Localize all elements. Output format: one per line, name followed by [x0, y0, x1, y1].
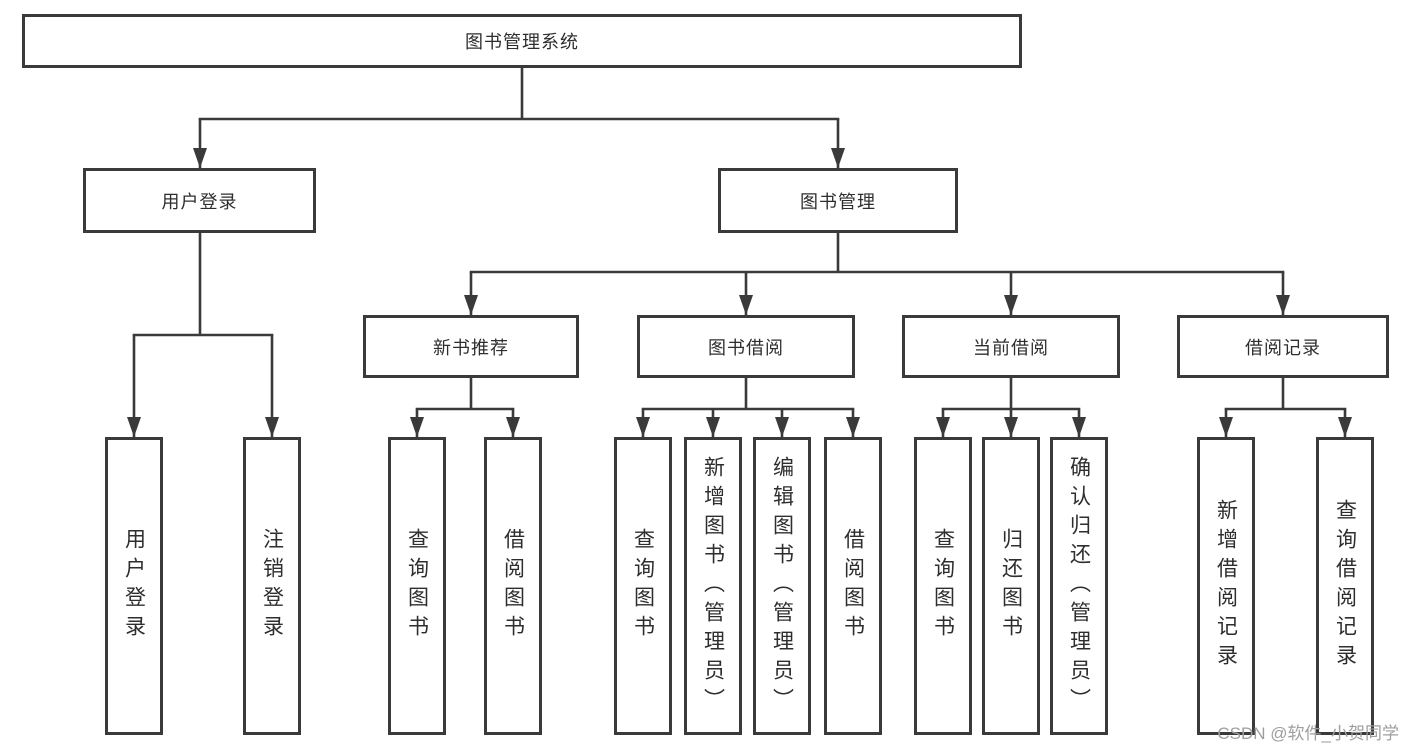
- leaf-label: 查询图书: [931, 528, 955, 644]
- node-label: 图书借阅: [708, 337, 784, 358]
- node-label: 借阅记录: [1245, 337, 1321, 358]
- csdn-watermark: CSDN @软件_小贺同学: [1217, 724, 1399, 743]
- node-label: 图书管理系统: [465, 32, 579, 52]
- leaf-query-borrow-record: 查询借阅记录: [1316, 437, 1374, 735]
- leaf-user-login: 用户登录: [105, 437, 163, 735]
- leaf-borrow-books-recommend: 借阅图书: [484, 437, 542, 735]
- leaf-label: 确认归还（管理员）: [1067, 455, 1091, 717]
- leaf-return-books: 归还图书: [982, 437, 1040, 735]
- leaf-label: 编辑图书（管理员）: [770, 455, 794, 717]
- leaf-borrow-books: 借阅图书: [824, 437, 882, 735]
- node-label: 图书管理: [800, 191, 876, 212]
- node-label: 新书推荐: [433, 337, 509, 358]
- node-label: 当前借阅: [973, 337, 1049, 358]
- node-library-management-system: 图书管理系统: [22, 14, 1022, 68]
- node-new-book-recommend: 新书推荐: [363, 315, 579, 378]
- connector-book-management: [464, 233, 1290, 315]
- leaf-label: 查询借阅记录: [1333, 499, 1357, 673]
- leaf-query-books-borrow: 查询图书: [614, 437, 672, 735]
- connector-root: [193, 68, 845, 168]
- node-borrow-records: 借阅记录: [1177, 315, 1389, 378]
- node-book-borrow: 图书借阅: [637, 315, 855, 378]
- leaf-query-books-current: 查询图书: [914, 437, 972, 735]
- leaf-confirm-return-admin: 确认归还（管理员）: [1050, 437, 1108, 735]
- leaf-label: 借阅图书: [841, 528, 865, 644]
- leaf-add-books-admin: 新增图书（管理员）: [684, 437, 742, 735]
- node-user-login: 用户登录: [83, 168, 316, 233]
- node-current-borrow: 当前借阅: [902, 315, 1120, 378]
- leaf-label: 查询图书: [405, 528, 429, 644]
- leaf-label: 借阅图书: [501, 528, 525, 644]
- leaf-edit-books-admin: 编辑图书（管理员）: [753, 437, 811, 735]
- leaf-label: 查询图书: [631, 528, 655, 644]
- leaf-query-books-recommend: 查询图书: [388, 437, 446, 735]
- node-book-management: 图书管理: [718, 168, 958, 233]
- leaf-label: 注销登录: [260, 528, 284, 644]
- leaf-label: 新增借阅记录: [1214, 499, 1238, 673]
- connector-current-borrow: [936, 378, 1086, 437]
- node-label: 用户登录: [161, 191, 238, 212]
- connector-new-book-recommend: [410, 378, 520, 437]
- connector-borrow-records: [1219, 378, 1352, 437]
- leaf-add-borrow-record: 新增借阅记录: [1197, 437, 1255, 735]
- leaf-logout: 注销登录: [243, 437, 301, 735]
- leaf-label: 用户登录: [122, 528, 146, 644]
- leaf-label: 归还图书: [999, 528, 1023, 644]
- connector-book-borrow: [636, 378, 860, 437]
- leaf-label: 新增图书（管理员）: [701, 455, 725, 717]
- connector-user-login: [127, 233, 279, 437]
